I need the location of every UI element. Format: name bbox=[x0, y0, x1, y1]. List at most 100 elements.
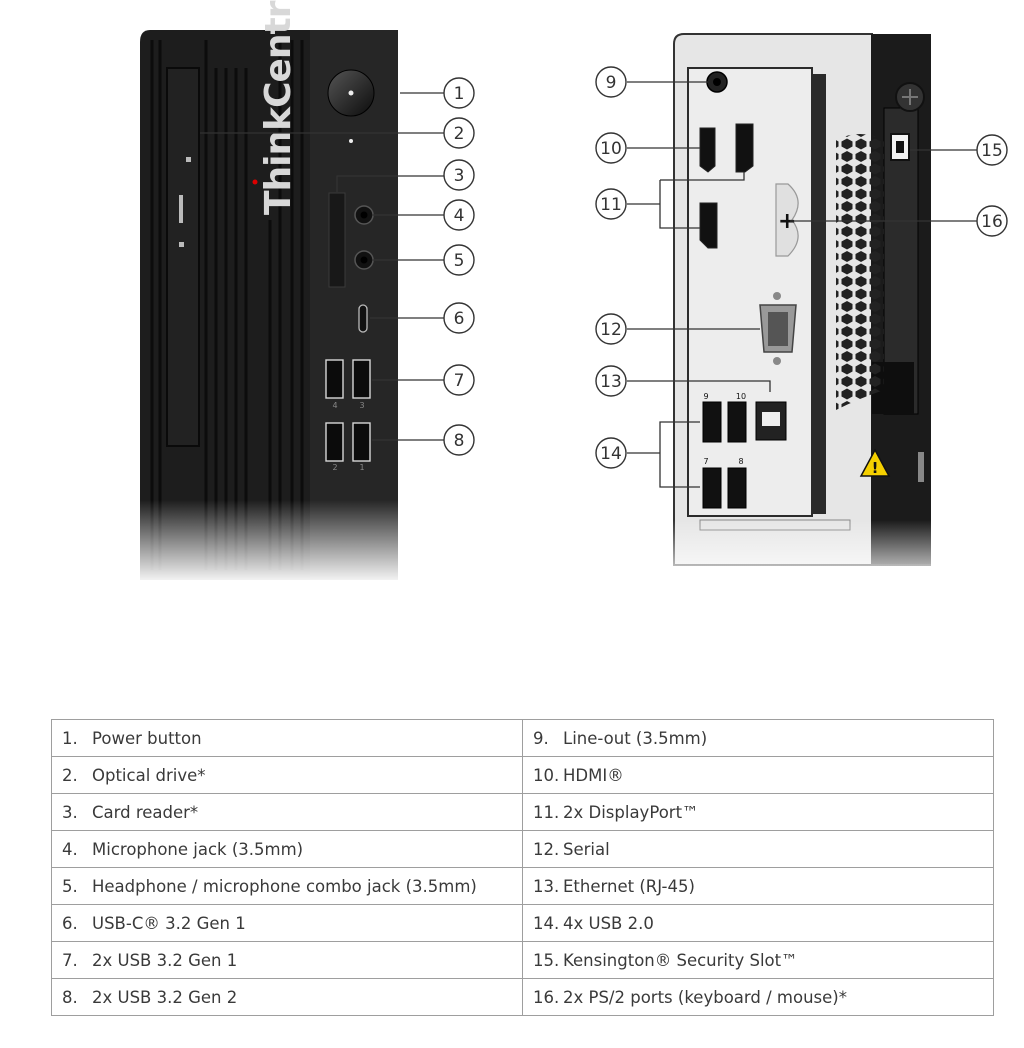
legend-cell: 16.2x PS/2 ports (keyboard / mouse)* bbox=[522, 978, 994, 1016]
svg-text:16: 16 bbox=[981, 212, 1003, 232]
svg-text:10: 10 bbox=[600, 139, 622, 159]
svg-text:6: 6 bbox=[454, 309, 465, 329]
item-number: 15. bbox=[533, 950, 560, 970]
item-label: Headphone / microphone combo jack (3.5mm… bbox=[92, 876, 477, 896]
svg-text:13: 13 bbox=[600, 372, 622, 392]
svg-text:14: 14 bbox=[600, 444, 622, 464]
table-row: 8.2x USB 3.2 Gen 2 16.2x PS/2 ports (key… bbox=[51, 978, 994, 1016]
item-label: 2x USB 3.2 Gen 1 bbox=[92, 950, 238, 970]
usb-port-number: 10 bbox=[736, 392, 746, 401]
table-row: 7. 2x USB 3.2 Gen 1 15.Kensington® Securi… bbox=[51, 941, 994, 979]
usb-port-number: 7 bbox=[703, 457, 708, 466]
callout-11: 11 bbox=[595, 188, 627, 220]
front-usb-ports bbox=[325, 359, 371, 462]
front-grille bbox=[150, 40, 304, 570]
port-legend-table: 1. Power button 9. Line-out (3.5mm) 2. Opti… bbox=[51, 719, 994, 1016]
table-row: 5. Headphone / microphone combo jack (3.5… bbox=[51, 867, 994, 905]
legend-cell: 10.HDMI® bbox=[522, 756, 994, 794]
item-number: 7. bbox=[62, 950, 78, 970]
usb-port-number: 9 bbox=[703, 392, 708, 401]
svg-text:5: 5 bbox=[454, 251, 465, 271]
item-label: Ethernet (RJ-45) bbox=[563, 876, 695, 896]
item-number: 10. bbox=[533, 765, 560, 785]
legend-cell: 4. Microphone jack (3.5mm) bbox=[51, 830, 523, 868]
warning-label bbox=[859, 448, 891, 477]
callout-15: 15 bbox=[976, 134, 1008, 166]
legend-cell: 2. Optical drive* bbox=[51, 756, 523, 794]
item-label: Line-out (3.5mm) bbox=[563, 728, 708, 748]
legend-cell: 5. Headphone / microphone combo jack (3.5… bbox=[51, 867, 523, 905]
item-number: 16. bbox=[533, 987, 560, 1007]
svg-text:+: + bbox=[778, 209, 796, 234]
item-number: 8. bbox=[62, 987, 78, 1007]
item-number: 5. bbox=[62, 876, 78, 896]
legend-cell: 12.Serial bbox=[522, 830, 994, 868]
svg-text:!: ! bbox=[872, 459, 879, 477]
svg-text:7: 7 bbox=[454, 371, 465, 391]
legend-cell: 14.4x USB 2.0 bbox=[522, 904, 994, 942]
item-number: 12. bbox=[533, 839, 560, 859]
item-label: USB-C® 3.2 Gen 1 bbox=[92, 913, 246, 933]
usb-port-number: 1 bbox=[359, 463, 364, 472]
legend-cell: 3.Card reader* bbox=[51, 793, 523, 831]
item-label: 2x DisplayPort™ bbox=[563, 802, 699, 822]
item-number: 1. bbox=[62, 728, 78, 748]
legend-cell: 7. 2x USB 3.2 Gen 1 bbox=[51, 941, 523, 979]
table-row: 6. USB-C® 3.2 Gen 1 14.4x USB 2.0 bbox=[51, 904, 994, 942]
callout-9: 9 bbox=[595, 66, 627, 98]
displayport-1 bbox=[735, 123, 754, 173]
legend-cell: 13.Ethernet (RJ-45) bbox=[522, 867, 994, 905]
table-row: 4. Microphone jack (3.5mm) 12.Serial bbox=[51, 830, 994, 868]
table-row: 3.Card reader* 11.2x DisplayPort™ bbox=[51, 793, 994, 831]
callout-4: 4 bbox=[443, 199, 475, 231]
callout-8: 8 bbox=[443, 424, 475, 456]
rear-usb-ports bbox=[702, 401, 747, 509]
product-figure: ThinkCentre 4 3 2 1 bbox=[130, 0, 1008, 590]
displayport-2 bbox=[699, 202, 718, 249]
callout-3: 3 bbox=[443, 159, 475, 191]
hdmi-port bbox=[699, 127, 716, 173]
legend-cell: 8.2x USB 3.2 Gen 2 bbox=[51, 978, 523, 1016]
callout-10: 10 bbox=[595, 132, 627, 164]
callout-1: 1 bbox=[443, 77, 475, 109]
svg-text:9: 9 bbox=[606, 73, 617, 93]
item-number: 9. bbox=[533, 728, 549, 748]
item-label: 2x PS/2 ports (keyboard / mouse)* bbox=[563, 987, 847, 1007]
item-number: 13. bbox=[533, 876, 560, 896]
usb-port-number: 2 bbox=[332, 463, 337, 472]
usb-port-number: 3 bbox=[359, 401, 364, 410]
item-number: 4. bbox=[62, 839, 78, 859]
item-label: Kensington® Security Slot™ bbox=[563, 950, 798, 970]
figure-svg: ThinkCentre 4 3 2 1 bbox=[130, 0, 1008, 590]
svg-text:12: 12 bbox=[600, 320, 622, 340]
rear-vent bbox=[836, 134, 884, 410]
callout-13: 13 bbox=[595, 365, 627, 397]
callout-12: 12 bbox=[595, 313, 627, 345]
item-label: 4x USB 2.0 bbox=[563, 913, 654, 933]
callout-6: 6 bbox=[443, 302, 475, 334]
legend-cell: 11.2x DisplayPort™ bbox=[522, 793, 994, 831]
video-ports bbox=[699, 123, 754, 249]
item-number: 2. bbox=[62, 765, 78, 785]
table-row: 2. Optical drive* 10.HDMI® bbox=[51, 756, 994, 794]
optical-drive-bay bbox=[166, 67, 200, 447]
leader-lines bbox=[200, 81, 977, 488]
item-label: Card reader* bbox=[92, 802, 199, 822]
item-label: Microphone jack (3.5mm) bbox=[92, 839, 304, 859]
usb-port-number: 4 bbox=[332, 401, 337, 410]
item-label: Optical drive* bbox=[92, 765, 206, 785]
front-view: ThinkCentre 4 3 2 1 bbox=[130, 0, 410, 585]
item-label: HDMI® bbox=[563, 765, 624, 785]
callout-2: 2 bbox=[443, 117, 475, 149]
item-number: 6. bbox=[62, 913, 78, 933]
item-label: Serial bbox=[563, 839, 610, 859]
brand-logo: ThinkCentre bbox=[258, 0, 299, 215]
legend-cell: 6. USB-C® 3.2 Gen 1 bbox=[51, 904, 523, 942]
legend-cell: 9. Line-out (3.5mm) bbox=[522, 719, 994, 757]
legend-cell: 15.Kensington® Security Slot™ bbox=[522, 941, 994, 979]
eject-button bbox=[179, 195, 183, 223]
callout-16: 16 bbox=[976, 205, 1008, 237]
svg-text:11: 11 bbox=[600, 195, 622, 215]
svg-text:15: 15 bbox=[981, 141, 1003, 161]
item-label: Power button bbox=[92, 728, 202, 748]
